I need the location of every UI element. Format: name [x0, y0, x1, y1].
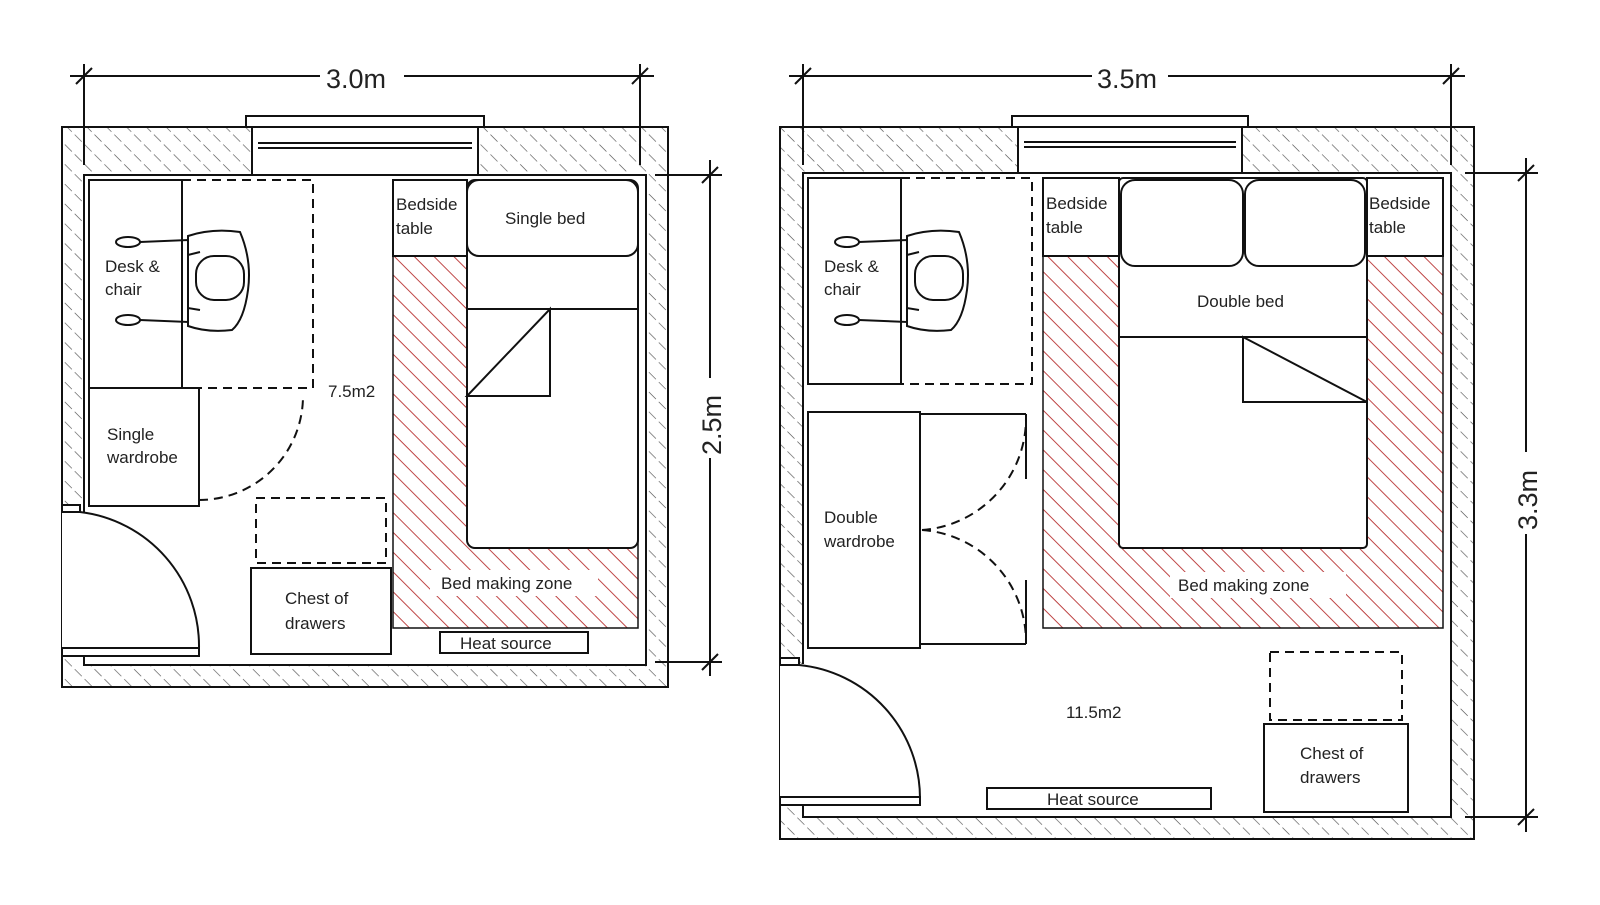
depth-dimension: 2.5m [655, 160, 727, 676]
bedside-right-label-line1: Bedside [1369, 194, 1430, 213]
bedside-left-label-line1: Bedside [1046, 194, 1107, 213]
window [1011, 115, 1249, 174]
bed-label: Single bed [505, 209, 585, 228]
wardrobe-label-line1: Single [107, 425, 154, 444]
depth-dimension: 3.3m [1465, 158, 1543, 832]
width-dimension: 3.0m [70, 64, 654, 165]
chest-label-line2: drawers [1300, 768, 1360, 787]
room-area-label: 11.5m2 [1066, 703, 1121, 722]
bedside-left-label-line2: table [1046, 218, 1083, 237]
bed-zone-label: Bed making zone [1178, 576, 1309, 595]
bedside-table-left: Bedside table [1042, 177, 1120, 257]
bed-zone-label: Bed making zone [441, 574, 572, 593]
chest-of-drawers: Chest of drawers [1263, 651, 1409, 813]
desk-label-line2: chair [824, 280, 861, 299]
bedside-label-line1: Bedside [396, 195, 457, 214]
chest-of-drawers: Chest of drawers [250, 497, 392, 655]
width-dimension: 3.5m [789, 64, 1465, 165]
door-opening [780, 664, 804, 804]
single-wardrobe: Single wardrobe [88, 387, 304, 507]
heat-label: Heat source [460, 634, 552, 653]
desk-and-chair: Desk & chair [807, 177, 1033, 385]
room-area-label: 7.5m2 [328, 382, 375, 401]
plan-large: Desk & chair Double wardrobe 11.5m2 Bed … [779, 64, 1543, 840]
desk-label-line1: Desk & [824, 257, 879, 276]
door-opening [62, 512, 85, 656]
door[interactable] [61, 504, 201, 657]
depth-dimension-label: 3.3m [1513, 470, 1543, 530]
desk-and-chair: Desk & chair [88, 179, 314, 389]
depth-dimension-label: 2.5m [697, 395, 727, 455]
heat-label: Heat source [1047, 790, 1139, 809]
wardrobe-label-line2: wardrobe [106, 448, 178, 467]
window [245, 115, 485, 176]
heat-source: Heat source [986, 787, 1212, 810]
plan-small: Desk & chair Single wardrobe 7.5m2 Bed m… [61, 64, 727, 688]
chest-label-line1: Chest of [1300, 744, 1364, 763]
heat-source: Heat source [439, 631, 589, 654]
width-dimension-label: 3.0m [326, 64, 386, 94]
width-dimension-label: 3.5m [1097, 64, 1157, 94]
door[interactable] [779, 657, 922, 806]
bedside-table: Bedside table [392, 179, 468, 257]
double-wardrobe: Double wardrobe [807, 411, 1028, 649]
chest-label-line1: Chest of [285, 589, 349, 608]
wardrobe-label-line1: Double [824, 508, 878, 527]
bedside-table-right: Bedside table [1366, 177, 1444, 257]
bed-label: Double bed [1197, 292, 1284, 311]
single-bed: Single bed [464, 179, 639, 549]
chair-person-icon [115, 229, 250, 332]
bedside-label-line2: table [396, 219, 433, 238]
chest-label-line2: drawers [285, 614, 345, 633]
double-bed: Double bed [1118, 177, 1368, 549]
desk-label-line2: chair [105, 280, 142, 299]
wardrobe-label-line2: wardrobe [823, 532, 895, 551]
desk-label-line1: Desk & [105, 257, 160, 276]
chair-person-icon [834, 229, 969, 332]
bedside-right-label-line2: table [1369, 218, 1406, 237]
